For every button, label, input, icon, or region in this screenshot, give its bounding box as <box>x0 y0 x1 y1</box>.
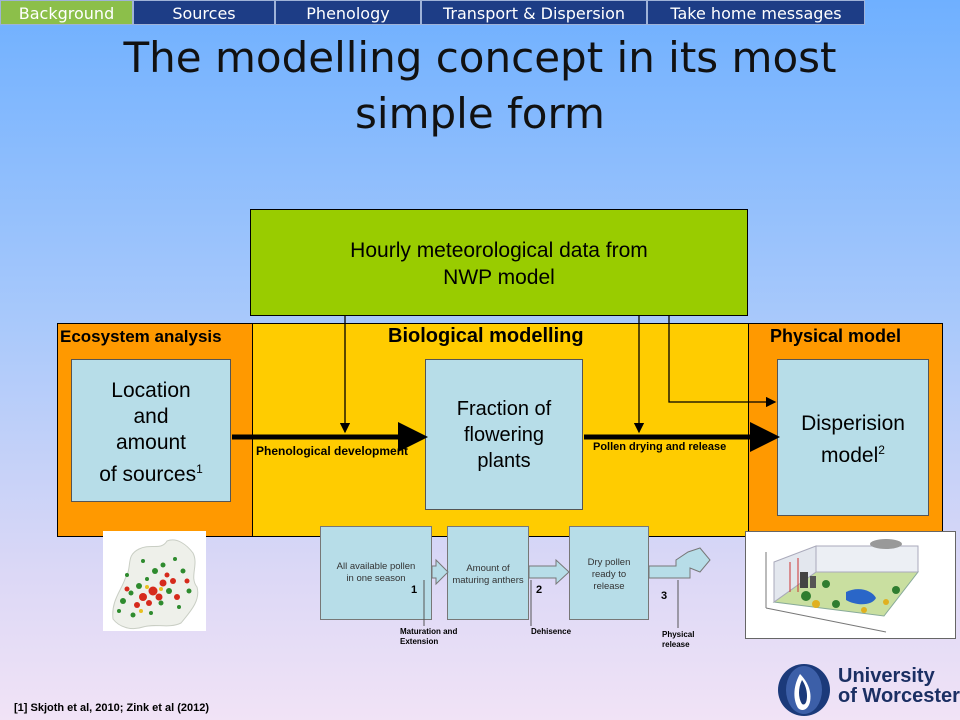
tab-background[interactable]: Background <box>0 0 133 25</box>
biological-heading: Biological modelling <box>388 325 584 347</box>
tab-take-home-messages[interactable]: Take home messages <box>647 0 865 25</box>
flow-step-1-line-1: All available pollen <box>336 561 416 572</box>
tab-transport-dispersion[interactable]: Transport & Dispersion <box>421 0 647 25</box>
section-nav: Background Sources Phenology Transport &… <box>0 0 865 27</box>
flow-number-1: 1 <box>411 584 418 596</box>
dispersion-footnote-ref: 2 <box>878 443 885 457</box>
sources-line-3: amount <box>115 431 187 454</box>
physical-heading: Physical model <box>770 326 902 346</box>
sources-footnote-ref: 1 <box>196 462 203 476</box>
title-line-2: simple form <box>355 89 605 138</box>
logo-line-1: University <box>838 665 935 687</box>
fraction-line-1: Fraction of <box>456 398 552 420</box>
flow-arrow-2 <box>528 558 570 586</box>
flow-arrow-3 <box>648 547 711 579</box>
dispersion-illustration-image <box>765 539 920 633</box>
ecosystem-heading: Ecosystem analysis <box>60 327 222 346</box>
stage-label-maturation: Maturation and Extension <box>400 627 458 646</box>
europe-map-image <box>112 539 199 630</box>
sources-line-1: Location <box>111 379 191 402</box>
met-box-line-1: Hourly meteorological data from <box>350 239 648 262</box>
flow-step-3-line-1: Dry pollen <box>587 557 631 568</box>
flow-arrow-1 <box>431 558 449 586</box>
met-data-box: Hourly meteorological data from NWP mode… <box>250 209 748 316</box>
drying-label: Pollen drying and release <box>593 441 727 453</box>
flow-step-maturing-anthers: Amount of maturing anthers <box>447 526 529 620</box>
flow-step-3-line-3: release <box>593 581 625 592</box>
stage-label-physical-release: Physical release <box>662 630 695 649</box>
logo-line-2: of Worcester <box>838 685 960 707</box>
arrow-met-to-dispersion <box>668 316 777 408</box>
title-line-1: The modelling concept in its most <box>123 33 837 82</box>
flow-step-3-line-2: ready to <box>591 569 627 580</box>
flow-number-2: 2 <box>536 584 543 596</box>
flow-number-3: 3 <box>661 590 668 602</box>
sources-box: Location and amount of sources1 <box>71 359 231 502</box>
tab-phenology[interactable]: Phenology <box>275 0 421 25</box>
citation: [1] Skjoth et al, 2010; Zink et al (2012… <box>14 702 210 714</box>
dispersion-model-illustration <box>745 531 956 639</box>
flow-step-dry-pollen: Dry pollen ready to release <box>569 526 649 620</box>
slide-title: The modelling concept in its most simple… <box>40 30 920 142</box>
tab-sources[interactable]: Sources <box>133 0 275 25</box>
sources-line-4: of sources <box>99 463 197 486</box>
sources-line-2: and <box>133 405 169 428</box>
dispersion-line-1: Disperision <box>801 412 905 435</box>
fraction-line-2: flowering <box>463 424 545 446</box>
flow-step-available-pollen: All available pollen in one season <box>320 526 432 620</box>
dispersion-box: Disperision model2 <box>777 359 929 516</box>
fraction-line-3: plants <box>477 450 531 472</box>
dispersion-line-2: model <box>821 444 879 467</box>
phenological-label: Phenological development <box>256 444 409 458</box>
flow-step-1-line-2: in one season <box>346 573 406 584</box>
university-logo-mark <box>778 664 830 716</box>
fraction-box: Fraction of flowering plants <box>425 359 583 510</box>
flow-step-2-line-1: Amount of <box>466 563 510 574</box>
university-logo: University of Worcester <box>776 662 960 720</box>
stage-label-dehisence: Dehisence <box>531 627 572 636</box>
flow-step-2-line-2: maturing anthers <box>452 575 524 586</box>
met-box-line-2: NWP model <box>443 266 555 289</box>
europe-source-map <box>103 531 206 631</box>
